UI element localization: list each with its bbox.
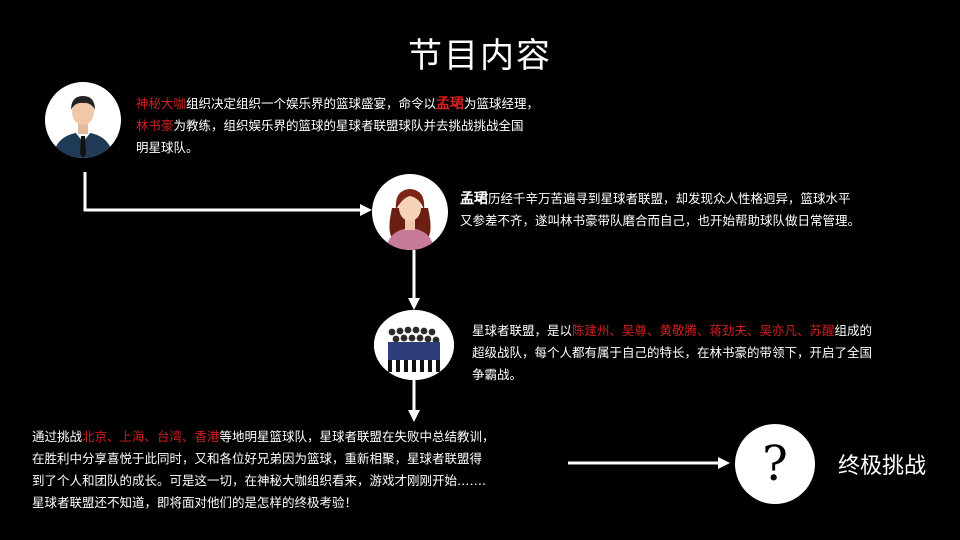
question-mark-icon: ? [735,424,815,504]
arrow-head-4 [718,457,730,469]
name-meng-jun-2: 孟珺 [460,191,488,207]
step4-text: 通过挑战北京、上海、台湾、香港等地明星篮球队，星球者联盟在失败中总结教训， 在胜… [32,429,495,510]
final-challenge-label: 终极挑战 [838,454,927,479]
step3-text: 星球者联盟，是以陈建州、吴尊、黄敬腾、蒋劲夫、吴亦凡、苏醒组成的 超级战队，每个… [472,323,873,382]
man-avatar-icon [53,96,113,158]
team-photo [374,310,454,380]
name-lin-shuhao: 林书豪 [136,118,174,133]
team-group-icon [374,310,454,380]
arrow-head-1 [360,204,372,216]
arrow-head-2 [408,298,420,310]
city-names: 北京、上海、台湾、香港 [82,429,220,444]
name-mystery-boss: 神秘大咖 [136,96,187,111]
name-meng-jun: 孟珺 [436,96,465,112]
question-symbol: ? [762,436,788,492]
connector-1-2 [83,172,360,212]
step2-text: 孟珺历经千辛万苦遍寻到星球者联盟，却发现众人性格迥异，篮球水平 又参差不齐，遂叫… [460,191,861,228]
member-names: 陈建州、吴尊、黄敬腾、蒋劲夫、吴亦凡、苏醒 [572,323,835,338]
woman-avatar [372,174,448,250]
step1-text: 神秘大咖组织决定组织一个娱乐界的篮球盛宴，命令以孟珺为篮球经理， 林书豪为教练，… [136,96,540,155]
page-title: 节目内容 [408,36,552,76]
arrow-head-3 [408,410,420,422]
woman-avatar-icon [386,189,434,250]
man-avatar [45,82,121,158]
